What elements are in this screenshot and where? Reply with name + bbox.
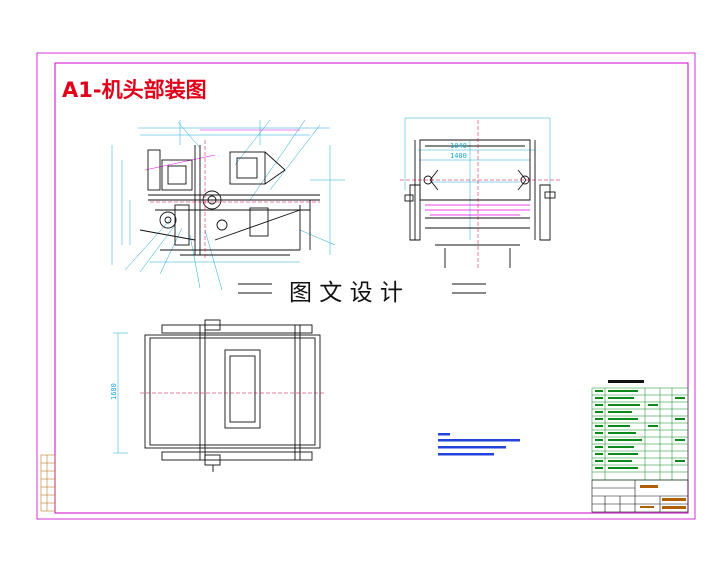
dim-front-width-2: 1400 [450,152,467,160]
watermark-text: 图 文 设 计 [289,280,403,306]
sheet-title: A1-机头部装图 [62,78,207,102]
technical-notes [438,433,520,456]
watermark-band: 图 文 设 计 [238,280,486,306]
dim-front-width: 1040 [450,142,467,150]
left-margin-table [40,454,56,512]
plan-view: 1680 [110,319,325,472]
outer-frame [36,52,696,520]
side-view: 1040 1400 [400,117,560,268]
title-block [591,479,689,513]
dim-plan-height: 1680 [110,383,118,400]
inner-frame [54,62,689,514]
parts-list [591,380,689,481]
front-view [111,119,345,291]
